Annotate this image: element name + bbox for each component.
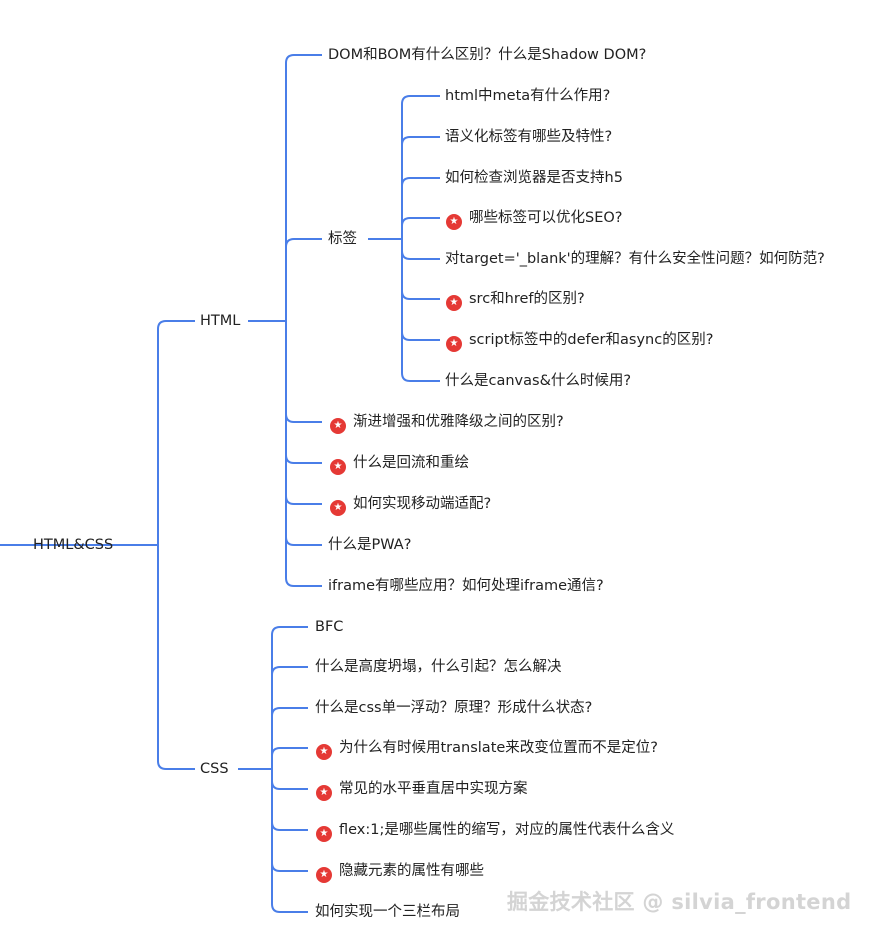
html-item[interactable]: ★ 渐进增强和优雅降级之间的区别?: [330, 412, 564, 434]
tag-child-item[interactable]: ★ script标签中的defer和async的区别?: [446, 330, 713, 352]
tag-child-item[interactable]: ★ src和href的区别?: [446, 289, 585, 311]
css-item[interactable]: ★ flex:1;是哪些属性的缩写，对应的属性代表什么含义: [316, 820, 674, 842]
tag-connector-branch: [401, 239, 440, 300]
node-label: 什么是高度坍塌，什么引起？怎么解决: [315, 659, 562, 675]
html-item[interactable]: DOM和BOM有什么区别？什么是Shadow DOM?: [328, 45, 646, 65]
node-label: 什么是回流和重绘: [353, 455, 469, 471]
css-connector-branch: [271, 769, 308, 831]
css-connector-branch: [271, 747, 308, 769]
star-icon: ★: [316, 785, 332, 801]
css-item[interactable]: 什么是高度坍塌，什么引起？怎么解决: [315, 657, 562, 677]
html-connector-branch: [285, 321, 322, 505]
node-label: 什么是css单一浮动？原理？形成什么状态?: [315, 700, 593, 716]
root-label: HTML&CSS: [33, 537, 114, 553]
css-connector-branch: [271, 769, 308, 913]
star-icon: ★: [330, 500, 346, 516]
star-icon: ★: [446, 214, 462, 230]
root-connector-branch: [157, 545, 195, 770]
css-connector-branch: [271, 707, 308, 769]
tag-child-item[interactable]: ★ 哪些标签可以优化SEO?: [446, 208, 622, 230]
css-item[interactable]: ★ 为什么有时候用translate来改变位置而不是定位?: [316, 738, 658, 760]
html-item[interactable]: ★ 什么是回流和重绘: [330, 453, 469, 475]
node-label: 什么是canvas&什么时候用?: [445, 373, 632, 389]
node-label: 对target='_blank'的理解？有什么安全性问题？如何防范?: [445, 251, 825, 267]
css-connector-branch: [271, 666, 308, 769]
tag-connector-branch: [401, 239, 440, 260]
root-node[interactable]: HTML&CSS: [33, 535, 113, 555]
node-label: script标签中的defer和async的区别?: [469, 332, 714, 348]
css-connector-branch: [271, 626, 308, 769]
html-connector-branch: [285, 238, 322, 321]
css-connector-branch: [271, 769, 308, 872]
node-label: flex:1;是哪些属性的缩写，对应的属性代表什么含义: [339, 822, 675, 838]
root-connector-branch: [157, 320, 195, 545]
star-icon: ★: [446, 336, 462, 352]
tag-connector-branch: [401, 136, 440, 239]
node-label: 什么是PWA?: [328, 537, 412, 553]
css-connector-branch: [271, 769, 308, 790]
tag-child-item[interactable]: 语义化标签有哪些及特性?: [445, 127, 612, 147]
star-icon: ★: [330, 418, 346, 434]
section-label: CSS: [200, 761, 229, 777]
node-label: 标签: [328, 231, 357, 247]
node-label: 语义化标签有哪些及特性?: [445, 129, 613, 145]
css-item[interactable]: 如何实现一个三栏布局: [315, 902, 460, 922]
node-label: DOM和BOM有什么区别？什么是Shadow DOM?: [328, 47, 647, 63]
node-label: 为什么有时候用translate来改变位置而不是定位?: [339, 740, 658, 756]
star-icon: ★: [316, 826, 332, 842]
watermark: 掘金技术社区 @ silvia_frontend: [507, 890, 852, 914]
tag-child-item[interactable]: 如何检查浏览器是否支持h5: [445, 168, 623, 188]
html-item[interactable]: iframe有哪些应用？如何处理iframe通信?: [328, 576, 604, 596]
node-label: 隐藏元素的属性有哪些: [339, 863, 484, 879]
star-icon: ★: [330, 459, 346, 475]
tag-connector-branch: [401, 239, 440, 341]
star-icon: ★: [316, 744, 332, 760]
tag-child-item[interactable]: html中meta有什么作用?: [445, 86, 610, 106]
node-label: src和href的区别?: [469, 291, 585, 307]
tag-child-item[interactable]: 什么是canvas&什么时候用?: [445, 371, 631, 391]
star-icon: ★: [316, 867, 332, 883]
node-label: 哪些标签可以优化SEO?: [469, 210, 623, 226]
tag-connector-branch: [401, 217, 440, 239]
section-label: HTML: [200, 313, 241, 329]
tag-connector-branch: [401, 95, 440, 239]
html-connector-branch: [285, 321, 322, 546]
html-item[interactable]: 标签: [328, 229, 357, 249]
node-label: 如何实现一个三栏布局: [315, 904, 460, 920]
tag-connector-branch: [401, 177, 440, 239]
tag-connector-branch: [401, 239, 440, 382]
node-label: 渐进增强和优雅降级之间的区别?: [353, 414, 564, 430]
node-label: 如何检查浏览器是否支持h5: [445, 170, 623, 186]
html-connector-branch: [285, 54, 322, 321]
node-label: BFC: [315, 619, 344, 635]
node-label: iframe有哪些应用？如何处理iframe通信?: [328, 578, 604, 594]
node-label: html中meta有什么作用?: [445, 88, 611, 104]
css-item[interactable]: BFC: [315, 617, 343, 637]
section-css[interactable]: CSS: [200, 759, 229, 779]
css-item[interactable]: 什么是css单一浮动？原理？形成什么状态?: [315, 698, 592, 718]
tag-child-item[interactable]: 对target='_blank'的理解？有什么安全性问题？如何防范?: [445, 249, 825, 269]
node-label: 如何实现移动端适配?: [353, 496, 492, 512]
html-item[interactable]: ★ 如何实现移动端适配?: [330, 494, 491, 516]
html-connector-branch: [285, 321, 322, 464]
html-item[interactable]: 什么是PWA?: [328, 535, 411, 555]
html-connector-branch: [285, 321, 322, 587]
section-html[interactable]: HTML: [200, 311, 240, 331]
star-icon: ★: [446, 295, 462, 311]
node-label: 常见的水平垂直居中实现方案: [339, 781, 528, 797]
css-item[interactable]: ★ 常见的水平垂直居中实现方案: [316, 779, 528, 801]
html-connector-branch: [285, 321, 322, 423]
css-item[interactable]: ★ 隐藏元素的属性有哪些: [316, 861, 484, 883]
